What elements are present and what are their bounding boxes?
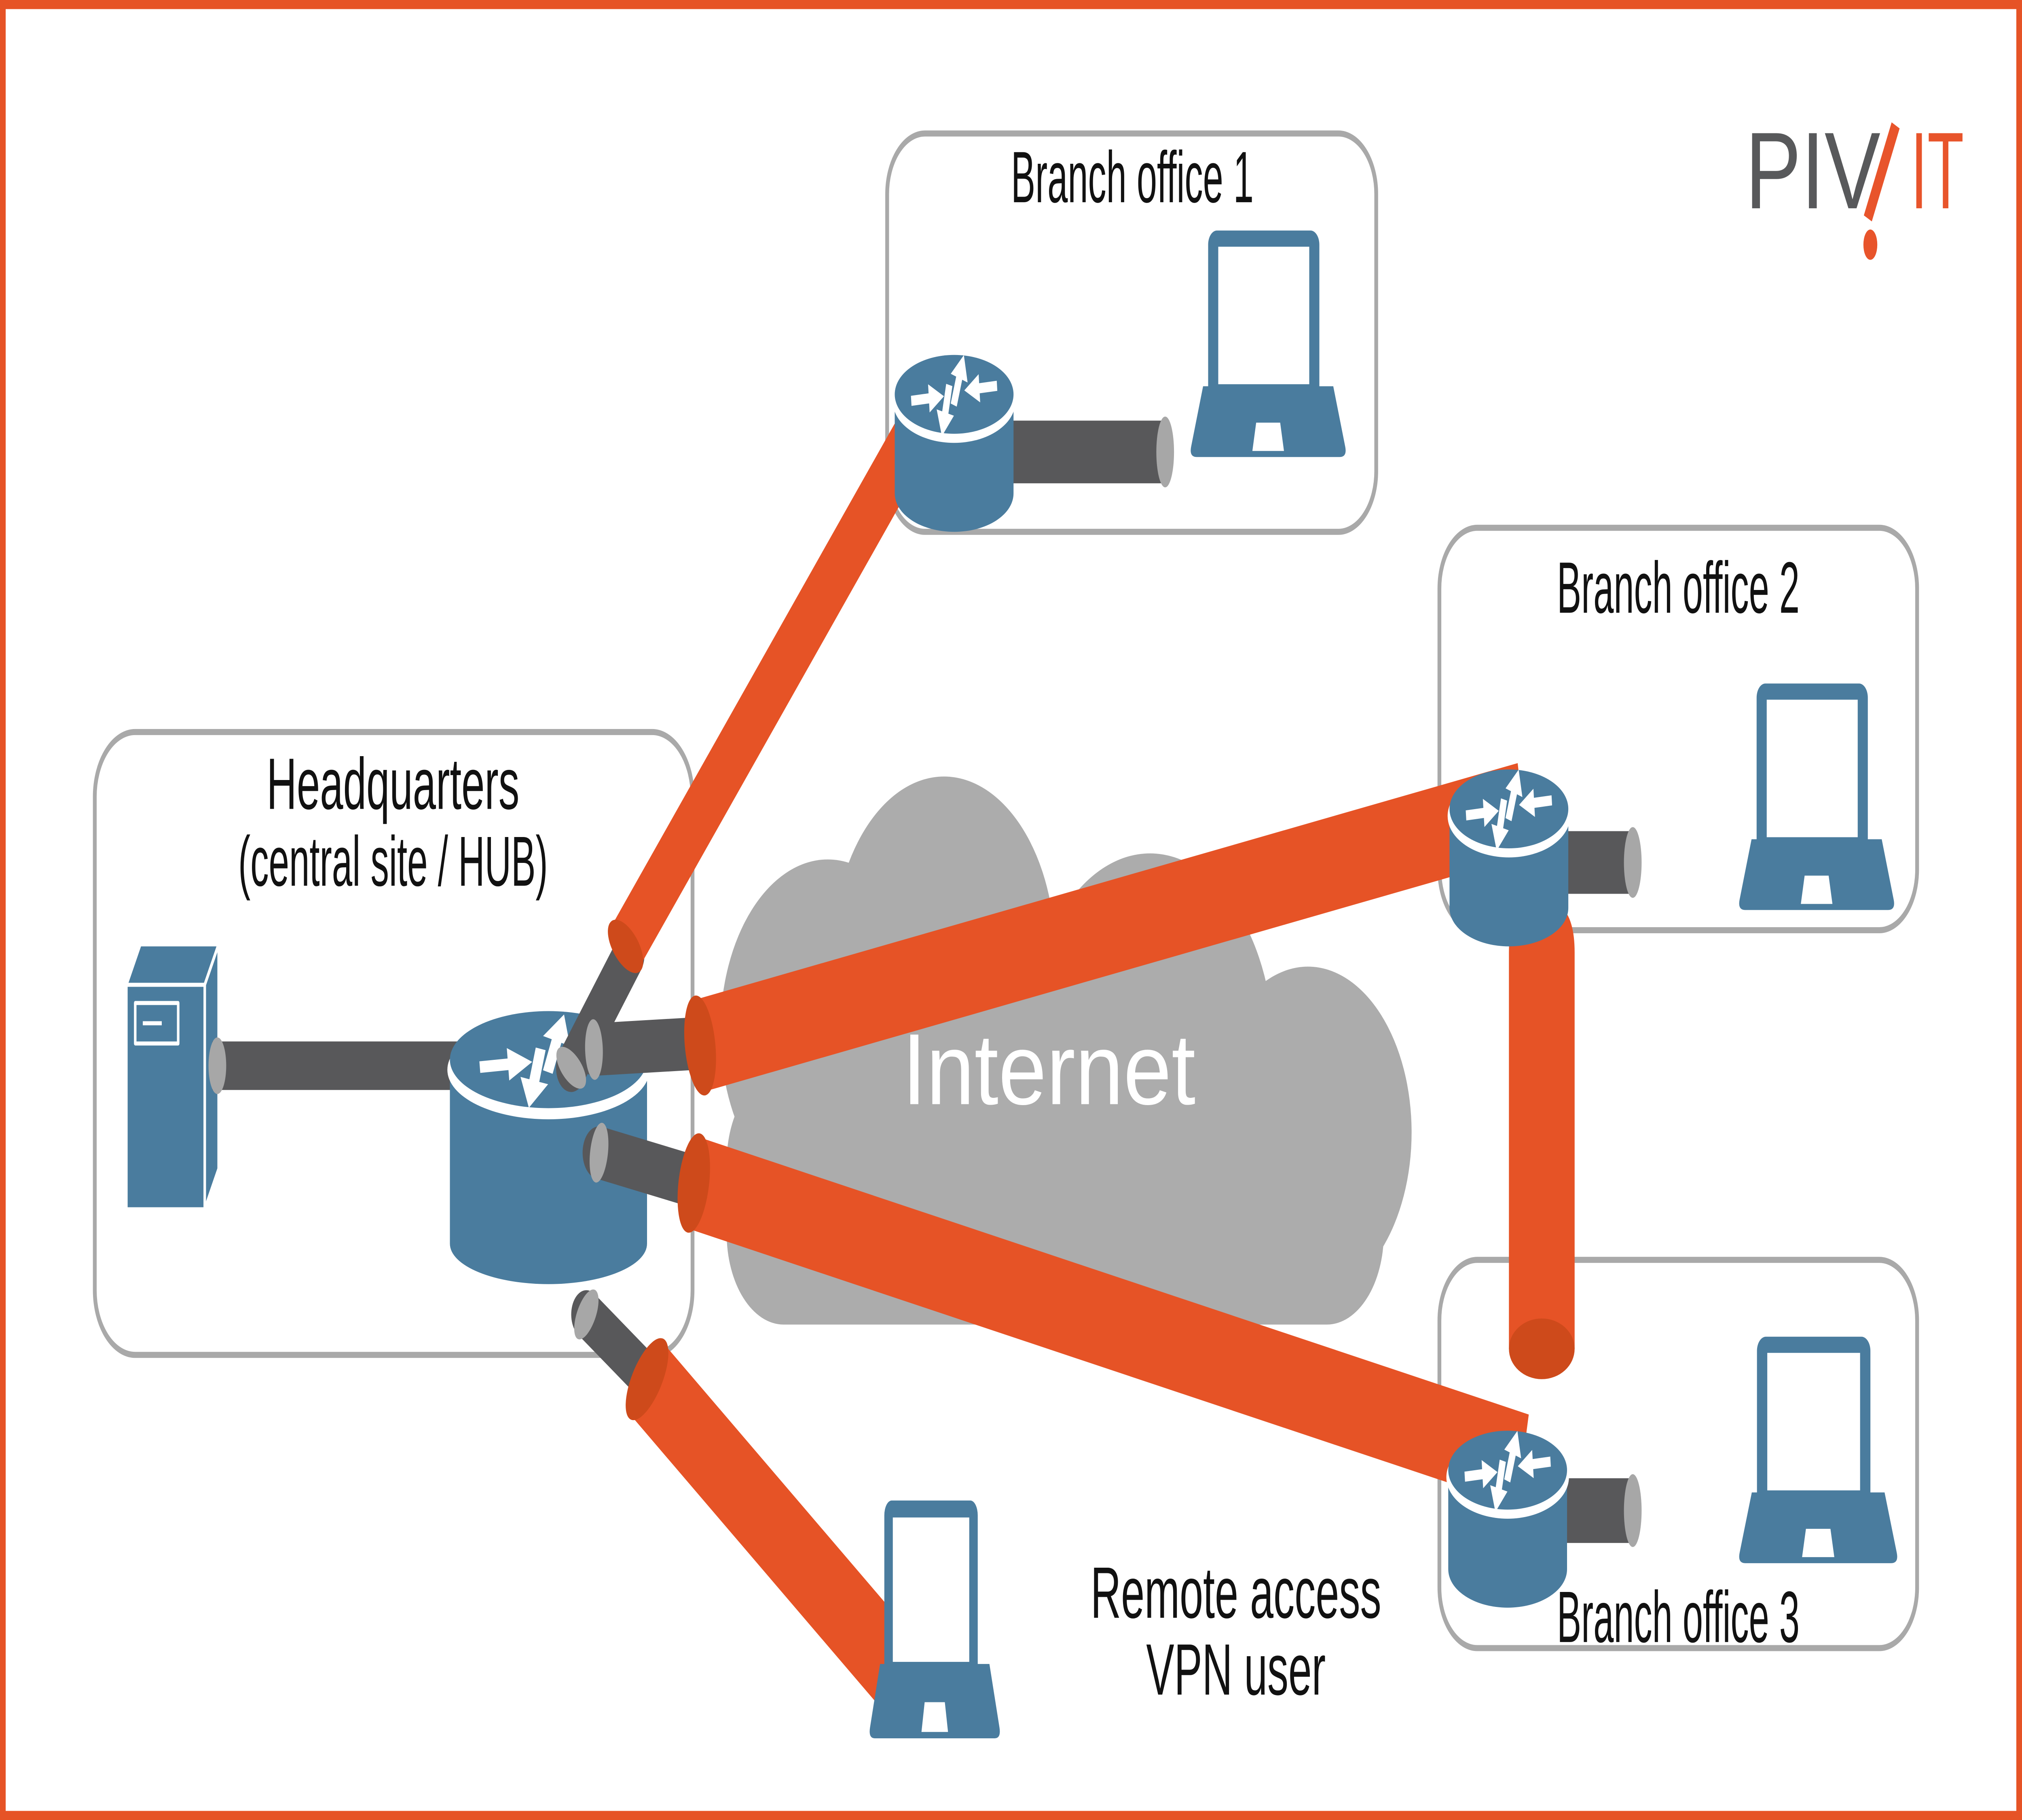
cable-hq-branch1: [611, 390, 942, 967]
branch2-router-icon: [1448, 765, 1570, 947]
stub-cap: [556, 1046, 586, 1089]
cable-end-cap: [1509, 1318, 1575, 1379]
vpn-cables: [611, 390, 1529, 1735]
stub-cap: [589, 1122, 609, 1183]
remote-access-label-line1: Remote access: [1091, 1552, 1381, 1633]
cable-hq-branch2: [695, 763, 1528, 1091]
cable-end-caps: [608, 920, 716, 1420]
cable-end-cap: [626, 1338, 668, 1420]
internet-label: Internet: [902, 1013, 1195, 1126]
connector-end-cap: [1624, 1474, 1642, 1547]
hq-server-connector: [208, 1037, 468, 1094]
connector-end-cap: [1156, 416, 1174, 488]
pivit-logo-orange-text: IT: [1911, 109, 1964, 231]
cable-hq-branch3: [687, 1137, 1529, 1506]
branch-office-1-label: Branch office 1: [1011, 136, 1254, 218]
cable-end-cap: [608, 920, 643, 973]
headquarters-title: Headquarters: [266, 743, 519, 824]
hq-stub-caps: [556, 1019, 609, 1340]
branch-connectors: [1003, 416, 1642, 1547]
branch-office-3-label: Branch office 3: [1557, 1576, 1800, 1657]
cable-end-cap: [677, 1133, 710, 1233]
stub-cap: [585, 1019, 603, 1080]
headquarters-subtitle: (central site / HUB): [238, 822, 548, 900]
remote-access-label-line2: VPN user: [1146, 1629, 1326, 1710]
connector-end-cap: [1624, 827, 1642, 898]
pivit-logo: PIV IT: [1745, 109, 1964, 260]
branch2-branch3-cable: [1509, 900, 1575, 1379]
branch3-router-icon: [1447, 1427, 1569, 1608]
server-icon: [125, 942, 220, 1211]
pivit-logo-gray-text: PIV: [1745, 109, 1880, 231]
branch1-router-icon: [893, 351, 1015, 532]
cable-hq-vpn-user: [630, 1343, 937, 1735]
pivit-logo-dot: [1863, 229, 1878, 260]
pivit-logo-slash: [1863, 122, 1900, 222]
cable-end-cap: [684, 996, 716, 1096]
stub-to-branch3: [582, 1126, 709, 1207]
stub-cap: [574, 1289, 599, 1340]
connector-end-cap: [208, 1037, 226, 1094]
stub-to-branch2: [577, 1017, 714, 1076]
branch-office-2-label: Branch office 2: [1557, 547, 1800, 628]
